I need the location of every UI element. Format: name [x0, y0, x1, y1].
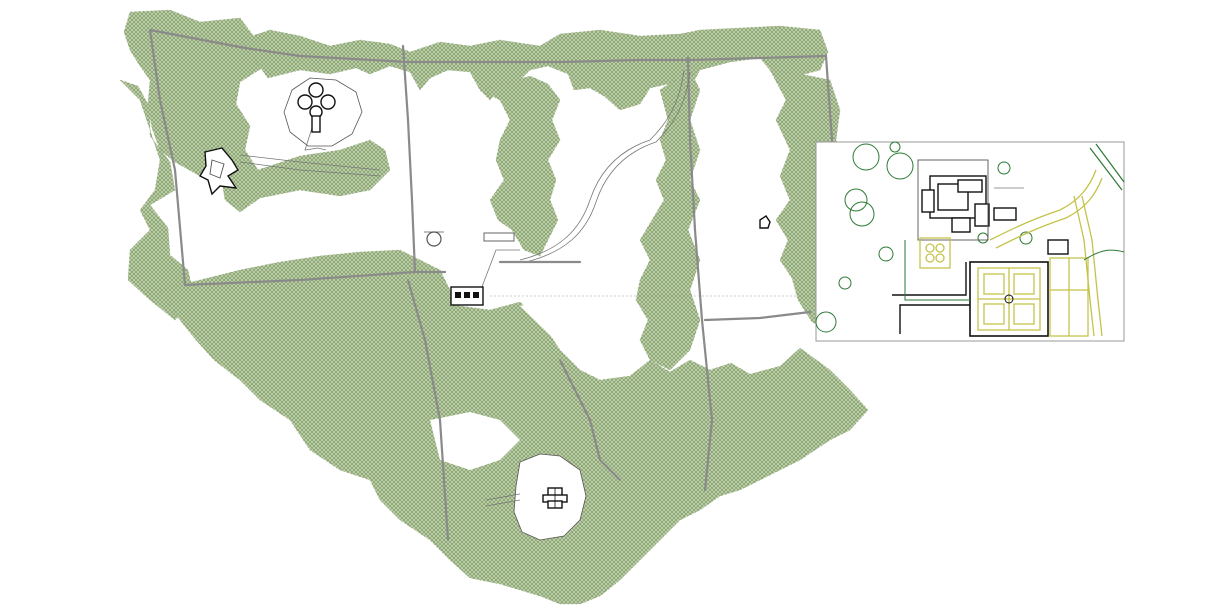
inset-parterre [969, 261, 1049, 337]
inset-hedge [904, 240, 970, 301]
inset-wall-2 [892, 262, 967, 296]
detail-inset-plan [815, 141, 1125, 342]
path-mid-west [401, 44, 417, 274]
path-east-south [558, 358, 622, 482]
path-south-west-cross [183, 270, 447, 287]
forest-northwest [123, 9, 391, 213]
path-south-link-2 [485, 499, 521, 507]
inset-east-path-2 [1081, 195, 1103, 337]
forest-south [159, 249, 869, 605]
inset-drive-2 [995, 177, 1103, 249]
pavilion-trefoil [297, 82, 336, 133]
inset-wall [899, 304, 970, 334]
path-winding-2 [525, 71, 691, 263]
forest-areas [119, 9, 869, 605]
path-diagonal-south [406, 278, 450, 542]
inset-side-gardens [919, 237, 1089, 337]
ring-feature [426, 231, 442, 247]
path-north-access-2 [239, 161, 381, 177]
path-north-access [239, 154, 381, 171]
path-south-link [485, 493, 521, 501]
clearing-center [520, 292, 640, 372]
inset-drive [989, 169, 1097, 241]
pavilion-star [199, 147, 239, 196]
inset-main-building [917, 159, 1017, 241]
clearing-south-inner [430, 412, 520, 470]
forest-central-band [479, 75, 561, 257]
woodland-paths [148, 28, 858, 542]
inset-east-path [1073, 195, 1095, 337]
path-east-vertical [686, 56, 714, 492]
small-hut [759, 215, 771, 229]
path-north-boundary [148, 28, 828, 64]
inset-trees [815, 141, 1033, 333]
forest-west-edge [119, 79, 196, 321]
central-building [450, 286, 484, 306]
pavilion-buildings [199, 82, 771, 509]
path-west-boundary [148, 28, 187, 287]
path-east-cross [703, 310, 812, 322]
path-clearing-link [304, 127, 327, 151]
south-building [542, 487, 568, 509]
path-central-fan [479, 249, 520, 293]
clearing-east [720, 322, 800, 374]
path-winding [519, 69, 685, 261]
bench-structure [483, 232, 515, 242]
